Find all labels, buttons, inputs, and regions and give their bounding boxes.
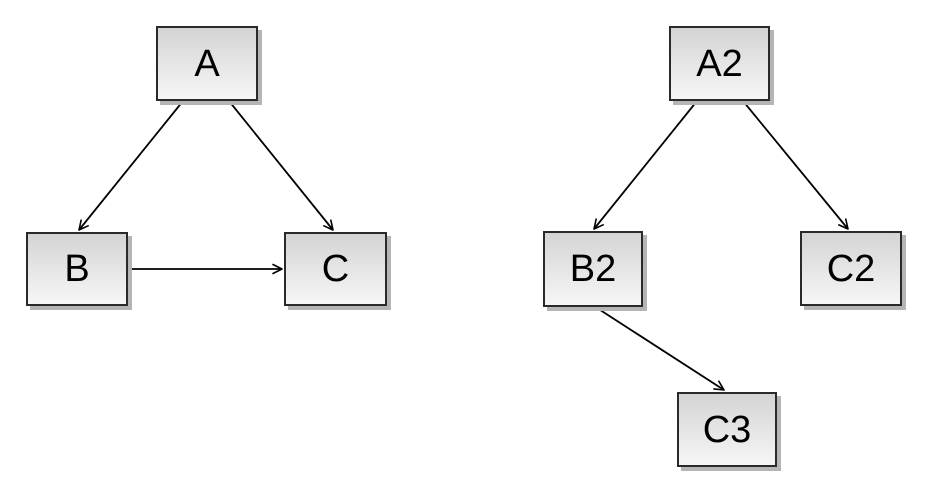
node-B[interactable]: B — [26, 232, 128, 306]
node-label: C3 — [702, 408, 752, 451]
edge-A2-to-C2[interactable] — [742, 100, 849, 230]
node-B2[interactable]: B2 — [543, 231, 643, 307]
node-C[interactable]: C — [284, 232, 387, 306]
node-label: A — [194, 42, 220, 85]
edge-B2-to-C3[interactable] — [593, 305, 725, 391]
node-label: C2 — [826, 247, 876, 290]
edge-A-to-C[interactable] — [228, 100, 334, 231]
node-label: A2 — [696, 42, 743, 85]
node-C3[interactable]: C3 — [677, 392, 777, 467]
node-A2[interactable]: A2 — [669, 26, 770, 101]
edge-A2-to-B2[interactable] — [593, 100, 698, 230]
node-label: B2 — [569, 248, 617, 290]
node-C2[interactable]: C2 — [800, 231, 902, 306]
node-label: C — [321, 248, 350, 290]
node-A[interactable]: A — [156, 26, 258, 101]
edge-A-to-B[interactable] — [78, 100, 184, 231]
node-label: B — [64, 248, 90, 290]
